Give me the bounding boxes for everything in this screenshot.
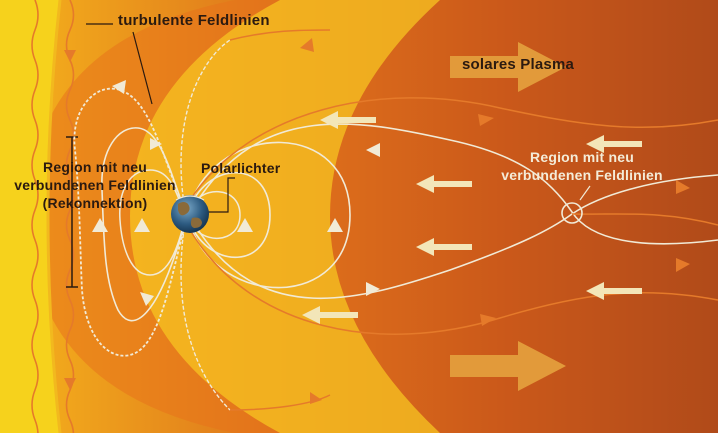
field-direction-arrow bbox=[112, 80, 126, 94]
right-arrow-icon bbox=[450, 341, 566, 391]
reconnection-pointer bbox=[579, 185, 591, 201]
left-arrow-icon bbox=[586, 135, 642, 153]
field-direction-arrow bbox=[366, 143, 380, 157]
field-direction-arrow bbox=[140, 292, 154, 306]
earth-globe-icon bbox=[171, 195, 209, 233]
right-arrow-icon bbox=[450, 42, 566, 92]
reconnection-left-line2: verbundenen Feldlinien bbox=[14, 177, 176, 193]
field-direction-arrow bbox=[237, 218, 253, 232]
tail-field-line bbox=[194, 174, 718, 299]
left-arrow-icon bbox=[416, 238, 472, 256]
field-direction-arrow bbox=[366, 282, 380, 296]
field-direction-arrow bbox=[134, 218, 150, 232]
bow-shock-boundary bbox=[46, 0, 62, 433]
field-direction-arrow bbox=[676, 258, 690, 272]
left-arrow-icon bbox=[416, 175, 472, 193]
dipole-field-line bbox=[189, 191, 241, 239]
field-direction-arrow bbox=[327, 218, 343, 232]
magnetosphere-region bbox=[130, 0, 440, 433]
down-arrow-icon bbox=[64, 50, 76, 62]
turbulent-pointer bbox=[132, 31, 153, 105]
aurora-pointer bbox=[205, 177, 235, 213]
dipole-field-line bbox=[189, 171, 271, 259]
solar-wind-line bbox=[65, 0, 75, 433]
left-arrow-icon bbox=[320, 111, 376, 129]
turbulent-field-line bbox=[119, 169, 186, 276]
field-direction-arrow bbox=[92, 218, 108, 232]
dipole-field-line bbox=[189, 141, 351, 289]
left-arrow-icon bbox=[302, 306, 358, 324]
reconnection-right-line1: Region mit neu bbox=[530, 149, 634, 165]
turbulent-field-line bbox=[73, 87, 186, 357]
field-direction-arrow bbox=[300, 38, 314, 52]
turbulent-field-lines-label: turbulente Feldlinien bbox=[118, 12, 270, 29]
open-field-line bbox=[229, 29, 331, 41]
down-arrow-icon bbox=[64, 378, 76, 390]
reconnection-left-line1: Region mit neu bbox=[43, 159, 147, 175]
field-direction-arrow bbox=[676, 180, 690, 194]
solar-wind-line bbox=[31, 0, 39, 433]
aurora-label: Polarlichter bbox=[201, 160, 281, 176]
field-direction-arrow bbox=[478, 114, 494, 126]
reconnection-point-right bbox=[561, 202, 583, 224]
solar-plasma-label: solares Plasma bbox=[462, 56, 575, 73]
turbulent-field-line bbox=[101, 127, 186, 322]
open-field-line bbox=[571, 213, 718, 226]
field-direction-arrow bbox=[480, 314, 496, 326]
reconnection-right-label: Region mit neu verbundenen Feldlinien bbox=[484, 148, 680, 184]
field-direction-arrow bbox=[310, 392, 322, 404]
open-field-line bbox=[229, 394, 331, 411]
reconnection-left-line3: (Rekonnektion) bbox=[42, 195, 148, 211]
left-arrow-icon bbox=[586, 282, 642, 300]
field-direction-arrow bbox=[150, 138, 162, 150]
open-field-line bbox=[189, 97, 718, 201]
tail-field-line bbox=[194, 123, 718, 245]
reconnection-right-line2: verbundenen Feldlinien bbox=[501, 167, 663, 183]
solar-wind-region bbox=[0, 0, 60, 433]
turbulent-field-line bbox=[180, 39, 231, 211]
turbulent-field-line bbox=[180, 221, 231, 411]
reconnection-left-label: Region mit neu verbundenen Feldlinien (R… bbox=[5, 158, 185, 212]
